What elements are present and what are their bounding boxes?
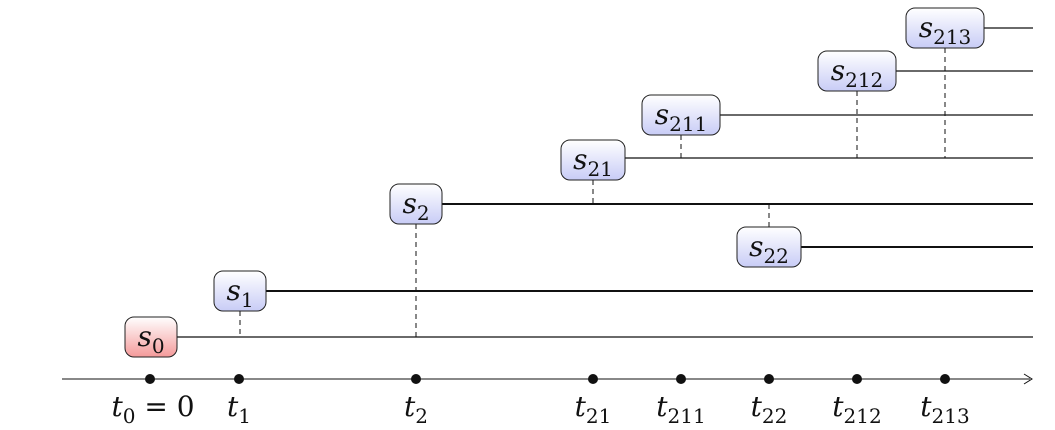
state-box-s213 <box>905 7 985 49</box>
state-nodes-layer: s0 s1 s2 s21 s211 s22 s212 s213 <box>124 7 985 358</box>
state-node-s213[interactable]: s213 <box>905 7 985 49</box>
state-node-s22[interactable]: s22 <box>736 226 802 268</box>
state-label-s21: s21 <box>573 143 613 181</box>
state-label-s0: s0 <box>137 320 164 358</box>
state-node-s2[interactable]: s2 <box>389 183 443 225</box>
tick-labels-layer: t0 = 0 t1 t2 t21 t211 t22 t212 t213 <box>111 374 970 428</box>
state-label-s1: s1 <box>226 274 253 312</box>
state-box-s0 <box>124 316 178 358</box>
state-label-s213: s213 <box>919 11 972 49</box>
state-box-s2 <box>389 183 443 225</box>
state-label-s212: s212 <box>831 54 884 92</box>
tick-label-t213: t213 <box>920 390 969 428</box>
state-box-s211 <box>641 94 721 136</box>
tick-label-t0: t0 = 0 <box>111 390 194 428</box>
state-label-s211: s211 <box>655 98 708 136</box>
state-node-s1[interactable]: s1 <box>213 270 267 312</box>
axis-arrow-icon <box>1023 373 1033 385</box>
time-axis <box>62 373 1033 385</box>
tick-dot-t21 <box>588 374 598 384</box>
tick-label-t2: t2 <box>404 390 428 428</box>
tick-label-t211: t211 <box>656 390 705 428</box>
tick-label-t1: t1 <box>227 390 251 428</box>
tick-label-t22: t22 <box>751 390 788 428</box>
tick-dot-t212 <box>852 374 862 384</box>
state-node-s21[interactable]: s21 <box>560 139 626 181</box>
state-label-s2: s2 <box>402 187 429 225</box>
tick-dot-t213 <box>940 374 950 384</box>
state-box-s21 <box>560 139 626 181</box>
tick-dot-t1 <box>234 374 244 384</box>
state-box-s1 <box>213 270 267 312</box>
state-node-s0[interactable]: s0 <box>124 316 178 358</box>
tick-dot-t211 <box>676 374 686 384</box>
tick-dot-t2 <box>411 374 421 384</box>
tick-label-t21: t21 <box>575 390 612 428</box>
tick-dot-t0 <box>145 374 155 384</box>
state-node-s211[interactable]: s211 <box>641 94 721 136</box>
timelines-layer <box>177 27 1033 338</box>
state-box-s22 <box>736 226 802 268</box>
tick-dot-t22 <box>764 374 774 384</box>
state-node-s212[interactable]: s212 <box>817 50 897 92</box>
tick-label-t212: t212 <box>832 390 881 428</box>
state-label-s22: s22 <box>749 230 789 268</box>
state-box-s212 <box>817 50 897 92</box>
